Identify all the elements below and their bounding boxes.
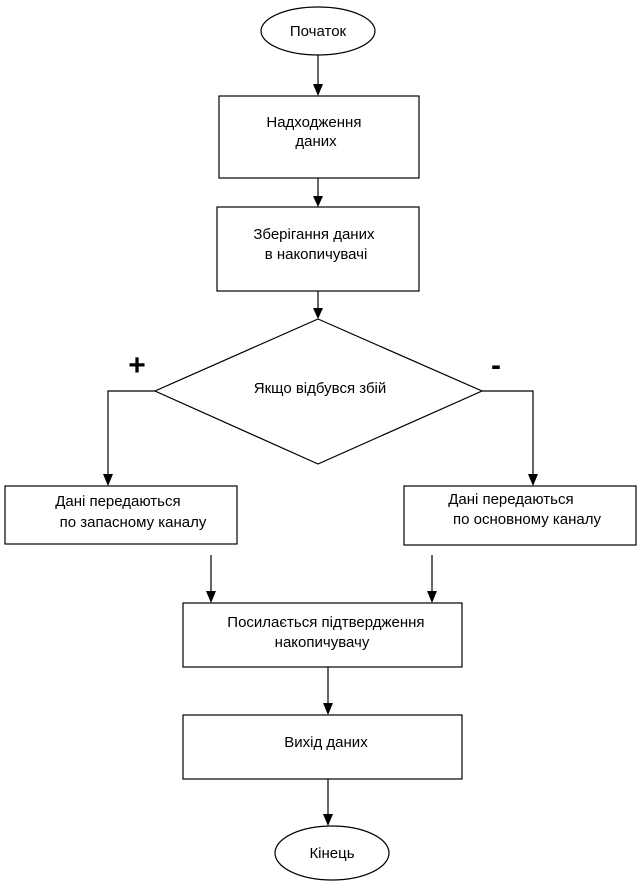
confirmation-label: Посилається підтвердження накопичувачу bbox=[227, 614, 428, 651]
connector-receive-store bbox=[313, 178, 323, 207]
connector-backup-confirmation bbox=[206, 555, 216, 603]
main-channel-line-1: Дані передаються bbox=[448, 491, 573, 508]
connector-main-confirmation bbox=[427, 555, 437, 603]
connector-decision-backup bbox=[103, 390, 155, 486]
main-channel-line-2: по основному каналу bbox=[453, 511, 601, 528]
confirmation-line-2: накопичувачу bbox=[275, 634, 370, 651]
backup-channel-label: Дані передаються по запасному каналу bbox=[55, 493, 207, 531]
confirmation-box: Посилається підтвердження накопичувачу bbox=[182, 602, 463, 668]
confirmation-line-1: Посилається підтвердження bbox=[227, 614, 424, 631]
output-box: Вихід даних bbox=[182, 714, 463, 780]
decision-diamond: Якщо відбувся збій bbox=[153, 318, 484, 465]
store-data-line-2: в накопичувачі bbox=[265, 246, 368, 263]
store-data-line-1: Зберігання даних bbox=[253, 226, 375, 243]
end-label: Кінець bbox=[309, 845, 354, 862]
backup-channel-line-1: Дані передаються bbox=[55, 493, 180, 510]
connector-store-decision bbox=[313, 291, 323, 319]
output-label: Вихід даних bbox=[284, 734, 368, 751]
receive-data-line-1: Надходження bbox=[266, 114, 361, 131]
decision-label: Якщо відбувся збій bbox=[254, 380, 387, 397]
store-data-label: Зберігання даних в накопичувачі bbox=[253, 226, 378, 263]
connector-output-end bbox=[323, 779, 333, 826]
end-node: Кінець bbox=[274, 825, 390, 881]
backup-channel-box: Дані передаються по запасному каналу bbox=[4, 485, 238, 545]
connector-confirmation-output bbox=[323, 667, 333, 715]
no-sign: - bbox=[491, 349, 501, 382]
receive-data-label: Надходження даних bbox=[266, 114, 365, 150]
connector-decision-main bbox=[482, 390, 538, 486]
connector-start-receive bbox=[313, 55, 323, 96]
main-channel-label: Дані передаються по основному каналу bbox=[448, 491, 601, 528]
start-node: Початок bbox=[260, 6, 376, 56]
start-label: Початок bbox=[290, 23, 347, 40]
main-channel-box: Дані передаються по основному каналу bbox=[403, 485, 637, 546]
yes-sign: + bbox=[128, 349, 146, 382]
receive-data-box: Надходження даних bbox=[218, 95, 420, 179]
backup-channel-line-2: по запасному каналу bbox=[60, 514, 207, 531]
receive-data-line-2: даних bbox=[295, 133, 337, 150]
store-data-box: Зберігання даних в накопичувачі bbox=[216, 206, 420, 292]
